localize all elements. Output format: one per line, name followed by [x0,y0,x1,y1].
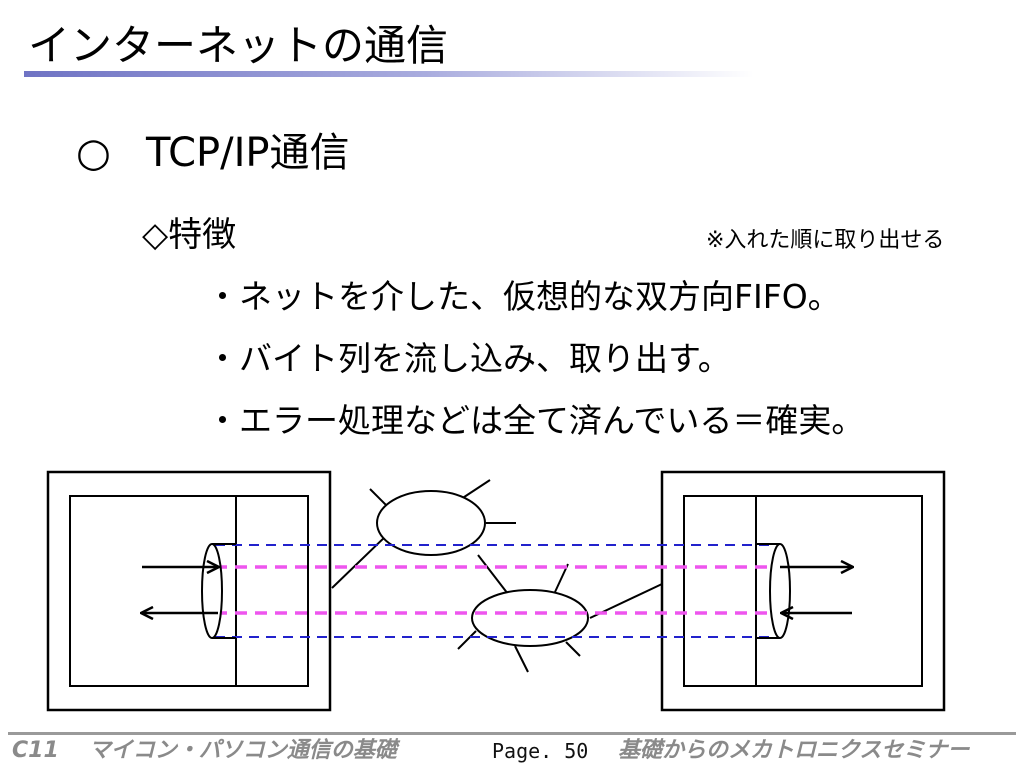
network-node-icon [369,479,516,556]
right-computer [660,470,946,712]
bullet-item: ・エラー処理などは全て済んでいる＝確実。 [206,401,865,440]
left-computer [46,470,332,712]
network-node-icon [457,563,589,673]
bullet-item: ・ネットを介した、仮想的な双方向FIFO。 [206,277,841,316]
footer-series: 基礎からのメカトロニクスセミナー [618,738,970,763]
section-heading: ○ TCP/IP通信 [76,128,350,178]
footer-course: C11 マイコン・パソコン通信の基礎 [12,736,397,766]
side-note: ※入れた順に取り出せる [706,228,945,253]
footer: C11 マイコン・パソコン通信の基礎 Page. 50 基礎からのメカトロニクスセ… [10,736,1016,766]
section-heading-text: TCP/IP通信 [146,130,350,176]
bullet-item: ・バイト列を流し込み、取り出す。 [206,339,731,378]
subheading: ◇特徴 [142,215,237,255]
tcp-stream-diagram [46,470,946,712]
slide-title: インターネットの通信 [28,21,449,70]
page-number: Page. 50 [492,739,589,763]
footer-code: C11 [12,738,59,763]
circle-bullet-icon: ○ [76,130,111,176]
footer-rule [8,732,1016,735]
stream-lines [215,544,775,638]
title-underline [24,71,754,77]
data-flow-arrows [142,567,852,613]
footer-course-title: マイコン・パソコン通信の基礎 [88,738,397,763]
